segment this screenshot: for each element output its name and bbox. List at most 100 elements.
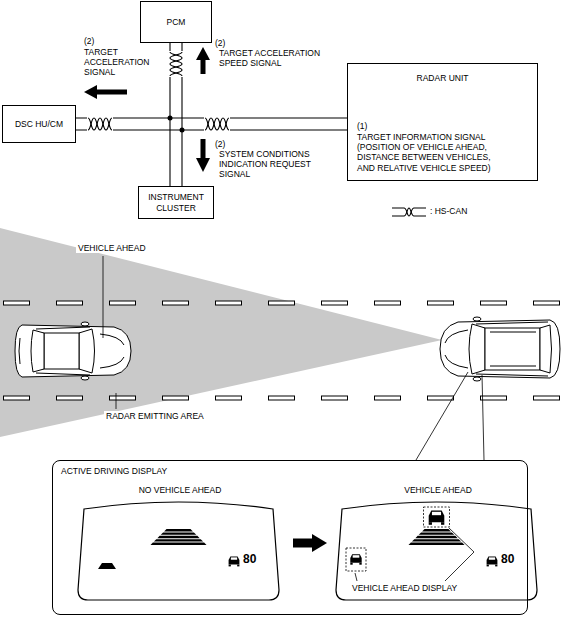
arrow-head [196,158,210,172]
panel-heading: ACTIVE DRIVING DISPLAY [61,466,167,476]
symbol-mask [87,117,113,132]
vehicle-ahead-frame [346,548,366,571]
symbol-mask [204,117,230,132]
car-mirror [473,377,481,381]
car-icon-body [350,554,361,563]
legend-text: : HS-CAN [430,206,467,216]
car-rear-window [31,330,44,372]
arrow-head [196,47,210,60]
leader-line [103,256,484,581]
callout-line [416,372,468,460]
twisted-wire [170,52,182,76]
car-mirror [81,376,89,380]
module-name: PCM [145,17,207,27]
lane-line [3,303,571,398]
car-icon-window [231,557,237,559]
car-icon-wheel [441,522,444,525]
twisted-pair-symbol [169,51,184,77]
lane-indicator [151,529,207,545]
part-name: RADAR EMITTING AREA [104,411,206,421]
callout-number: (1) [357,121,367,131]
lane-indicator-bar [412,539,461,541]
lane-indicator-bar [419,532,455,534]
car-icon-window [353,555,360,557]
own-vehicle-car [440,317,560,381]
legend-wire [392,208,426,216]
car-icon-wheel [359,563,361,565]
signal-arrow [196,139,210,172]
car-mirror [473,317,481,321]
lane-indicator [409,529,465,545]
car-icon-body [429,511,445,523]
car-icon-wheel [350,563,352,565]
leader-line [116,393,117,409]
lane-indicator-bar [161,532,197,534]
car-icon-body [487,557,498,565]
twisted-wire [205,118,229,130]
lane-indicator-bar [415,536,457,538]
signal-name: SYSTEM CONDITIONS INDICATION REQUEST SIG… [219,149,327,180]
car-body-lines [19,327,124,375]
car-icon [350,554,361,564]
lane-indicator-bar [164,529,193,531]
leader-line [355,573,357,581]
arrow-shaft [97,90,127,95]
twisted-pair-symbol [204,117,230,132]
lane-indicator-bar [157,536,199,538]
display-heading: NO VEHICLE AHEAD [78,485,282,495]
display-outline [78,502,279,600]
module-name: RADAR UNIT [348,73,537,83]
legend-wire [392,208,426,216]
twisted-wire [88,118,112,130]
lane-indicator-bar [422,529,451,531]
car-icon-wheel [495,565,497,567]
display-outline [336,502,537,600]
display-heading: VEHICLE AHEAD [336,485,540,495]
car-icon [487,557,498,567]
callout-line [482,375,484,460]
lane-indicator-bar [151,543,207,545]
car-icon-wheel [237,565,239,567]
car-roof [44,333,79,369]
car-mirror [81,322,89,326]
twisted-wire [205,118,229,130]
callout-number: (2) [84,36,94,46]
car-windshield [469,324,485,374]
arrow-head [84,85,97,99]
junction-dot [180,128,185,133]
transition-arrow [293,534,327,552]
lane-dash-fill [4,397,571,400]
set-speed-value: 80 [501,552,514,566]
module-name: INSTRUMENT CLUSTER [143,192,209,212]
signal-name: TARGET ACCELERATION SPEED SIGNAL [219,48,337,68]
twisted-wire [170,52,182,76]
car-icon-window [432,512,441,515]
set-speed-value: 80 [243,552,256,566]
signal-arrow [84,85,127,99]
control-module-box: DSC HU/CM [2,105,76,143]
car-body [15,325,131,377]
head-up-display: NO VEHICLE AHEAD 80 [78,485,284,601]
car-icon [429,511,445,525]
radar-unit-box: RADAR UNIT(1)TARGET INFORMATION SIGNAL (… [347,63,538,181]
car-icon-wheel [229,565,231,567]
module-name: DSC HU/CM [7,119,71,129]
legend-sample [392,205,426,219]
car-icon-wheel [429,522,432,525]
car-icon [229,557,240,567]
arrow-head [312,534,327,552]
car-icon-window [489,557,495,559]
twisted-pair-symbol [87,117,113,132]
junction-dot [168,116,173,121]
part-name: VEHICLE AHEAD DISPLAY [352,583,457,593]
car-icon-wheel [487,565,489,567]
callout-number: (2) [215,139,225,149]
arrow-shaft [293,539,313,548]
car-body-lines [445,322,548,376]
twisted-wire [88,118,112,130]
car-windshield [79,329,95,373]
car-rear-window [540,325,552,373]
lane-dash-outline [3,301,571,306]
signal-name: TARGET ACCELERATION SIGNAL [84,47,156,78]
vehicle-ahead-car [15,322,131,380]
